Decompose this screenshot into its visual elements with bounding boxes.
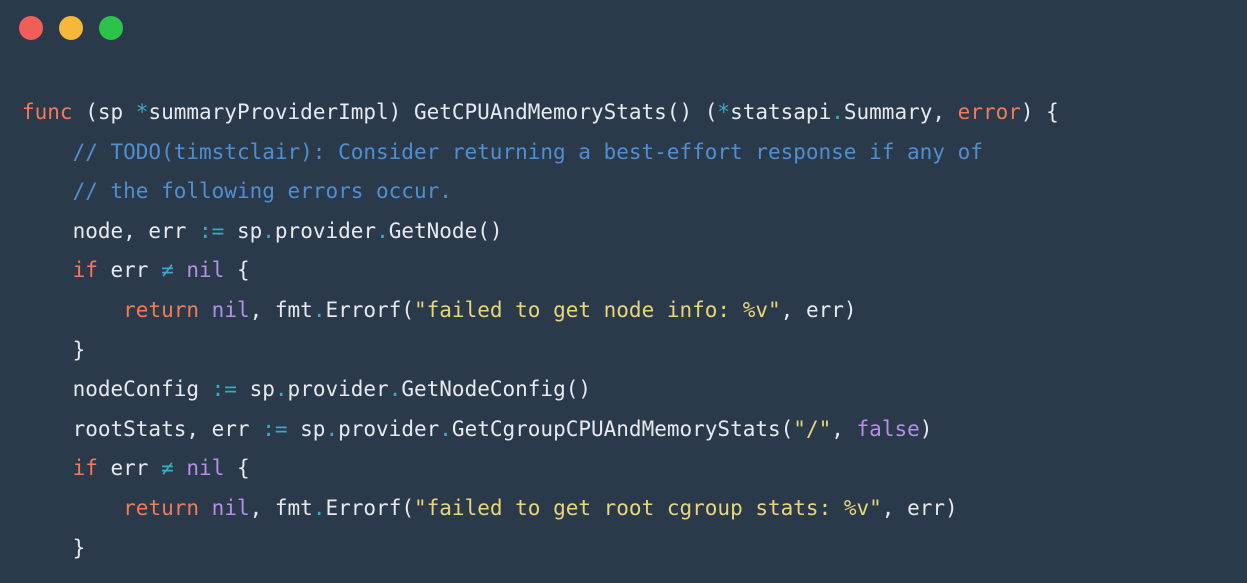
code-token-op: := bbox=[211, 377, 237, 402]
code-token-plain bbox=[174, 258, 187, 282]
minimize-window-button[interactable] bbox=[59, 16, 83, 40]
code-token-plain bbox=[199, 496, 212, 520]
code-token-nil: nil bbox=[211, 297, 250, 322]
code-token-op: := bbox=[199, 218, 225, 243]
code-line: return nil, fmt.Errorf("failed to get ro… bbox=[22, 489, 1247, 529]
code-token-plain: GetNodeConfig() bbox=[401, 377, 592, 402]
code-line: if err ≠ nil { bbox=[22, 251, 1247, 291]
code-token-nil: nil bbox=[186, 258, 225, 283]
code-token-comment: // TODO(timstclair): Consider returning … bbox=[72, 139, 983, 164]
code-token-plain: ) { bbox=[1020, 100, 1059, 124]
code-token-plain: rootStats, err bbox=[22, 416, 263, 441]
code-token-kw: if bbox=[72, 258, 98, 283]
code-line: } bbox=[22, 529, 1247, 569]
code-token-dot: . bbox=[388, 377, 402, 402]
code-token-plain: } bbox=[22, 535, 86, 560]
code-token-plain: { bbox=[224, 258, 250, 283]
code-token-plain: , fmt bbox=[249, 297, 313, 322]
code-token-plain: provider bbox=[287, 377, 389, 402]
code-token-op: ≠ bbox=[161, 456, 174, 481]
code-token-dot: . bbox=[831, 100, 844, 124]
code-token-string: "failed to get root cgroup stats: %v" bbox=[414, 495, 882, 520]
code-token-plain: (sp bbox=[72, 100, 136, 124]
code-token-err: error bbox=[957, 100, 1021, 124]
code-token-plain: ) bbox=[919, 416, 933, 441]
code-token-plain: provider bbox=[338, 416, 440, 441]
code-token-plain bbox=[22, 456, 73, 480]
code-token-op: ≠ bbox=[161, 258, 174, 283]
code-token-plain: Errorf( bbox=[325, 495, 414, 520]
code-line: return nil, fmt.Errorf("failed to get no… bbox=[22, 291, 1247, 331]
code-token-nil: nil bbox=[186, 456, 225, 481]
code-token-dot: . bbox=[312, 495, 326, 520]
code-token-plain: , err) bbox=[881, 495, 958, 520]
code-token-plain: node, err bbox=[22, 218, 200, 243]
code-token-nil: nil bbox=[211, 495, 250, 520]
code-token-plain: } bbox=[22, 337, 86, 362]
code-token-plain bbox=[22, 496, 123, 520]
code-line: // TODO(timstclair): Consider returning … bbox=[22, 133, 1247, 173]
code-token-dot: . bbox=[312, 297, 326, 322]
code-token-dot: . bbox=[262, 218, 275, 243]
code-token-plain bbox=[22, 179, 73, 203]
code-token-string: "failed to get node info: %v" bbox=[414, 297, 781, 322]
code-token-plain: Summary, bbox=[843, 100, 958, 124]
code-token-string: "/" bbox=[793, 416, 832, 441]
code-token-comment: // the following errors occur. bbox=[72, 179, 452, 204]
code-token-plain: , err) bbox=[780, 297, 857, 322]
code-token-nil: false bbox=[856, 416, 920, 441]
code-line: node, err := sp.provider.GetNode() bbox=[22, 212, 1247, 252]
code-token-kw: if bbox=[72, 456, 98, 481]
code-line: } bbox=[22, 331, 1247, 371]
code-line: if err ≠ nil { bbox=[22, 449, 1247, 489]
code-token-plain: , fmt bbox=[249, 495, 313, 520]
code-line: // the following errors occur. bbox=[22, 172, 1247, 212]
code-token-plain: sp bbox=[236, 377, 275, 402]
window-controls bbox=[19, 16, 123, 40]
code-token-plain: , bbox=[831, 416, 857, 441]
code-token-plain bbox=[22, 298, 123, 322]
code-token-plain: summaryProviderImpl) GetCPUAndMemoryStat… bbox=[148, 100, 718, 124]
code-token-plain: statsapi bbox=[730, 100, 832, 124]
code-token-dot: . bbox=[325, 416, 339, 441]
code-token-dot: . bbox=[274, 377, 288, 402]
code-token-plain: { bbox=[224, 456, 250, 481]
code-token-kw: return bbox=[123, 297, 200, 322]
code-token-plain: sp bbox=[287, 416, 326, 441]
code-token-kw: return bbox=[123, 495, 200, 520]
code-token-plain bbox=[174, 456, 187, 480]
code-token-plain: Errorf( bbox=[325, 297, 414, 322]
code-block: func (sp *summaryProviderImpl) GetCPUAnd… bbox=[22, 93, 1247, 568]
code-token-dot: . bbox=[376, 218, 389, 243]
code-token-op: := bbox=[262, 416, 288, 441]
code-token-plain: err bbox=[97, 258, 162, 283]
maximize-window-button[interactable] bbox=[99, 16, 123, 40]
code-token-plain: sp bbox=[224, 218, 263, 243]
code-token-op: * bbox=[717, 100, 731, 124]
code-token-kw: func bbox=[22, 100, 73, 124]
code-token-plain: err bbox=[97, 456, 162, 481]
code-line: rootStats, err := sp.provider.GetCgroupC… bbox=[22, 410, 1247, 450]
code-line: nodeConfig := sp.provider.GetNodeConfig(… bbox=[22, 370, 1247, 410]
code-token-plain: GetNode() bbox=[388, 218, 503, 243]
close-window-button[interactable] bbox=[19, 16, 43, 40]
code-token-plain bbox=[199, 298, 212, 322]
code-token-plain bbox=[22, 140, 73, 164]
code-token-op: * bbox=[135, 100, 149, 124]
code-token-plain bbox=[22, 258, 73, 282]
code-token-plain: nodeConfig bbox=[22, 377, 212, 402]
code-token-plain: provider bbox=[274, 218, 377, 243]
code-line: func (sp *summaryProviderImpl) GetCPUAnd… bbox=[22, 93, 1247, 133]
code-token-dot: . bbox=[439, 416, 452, 441]
code-token-plain: GetCgroupCPUAndMemoryStats( bbox=[451, 416, 794, 441]
